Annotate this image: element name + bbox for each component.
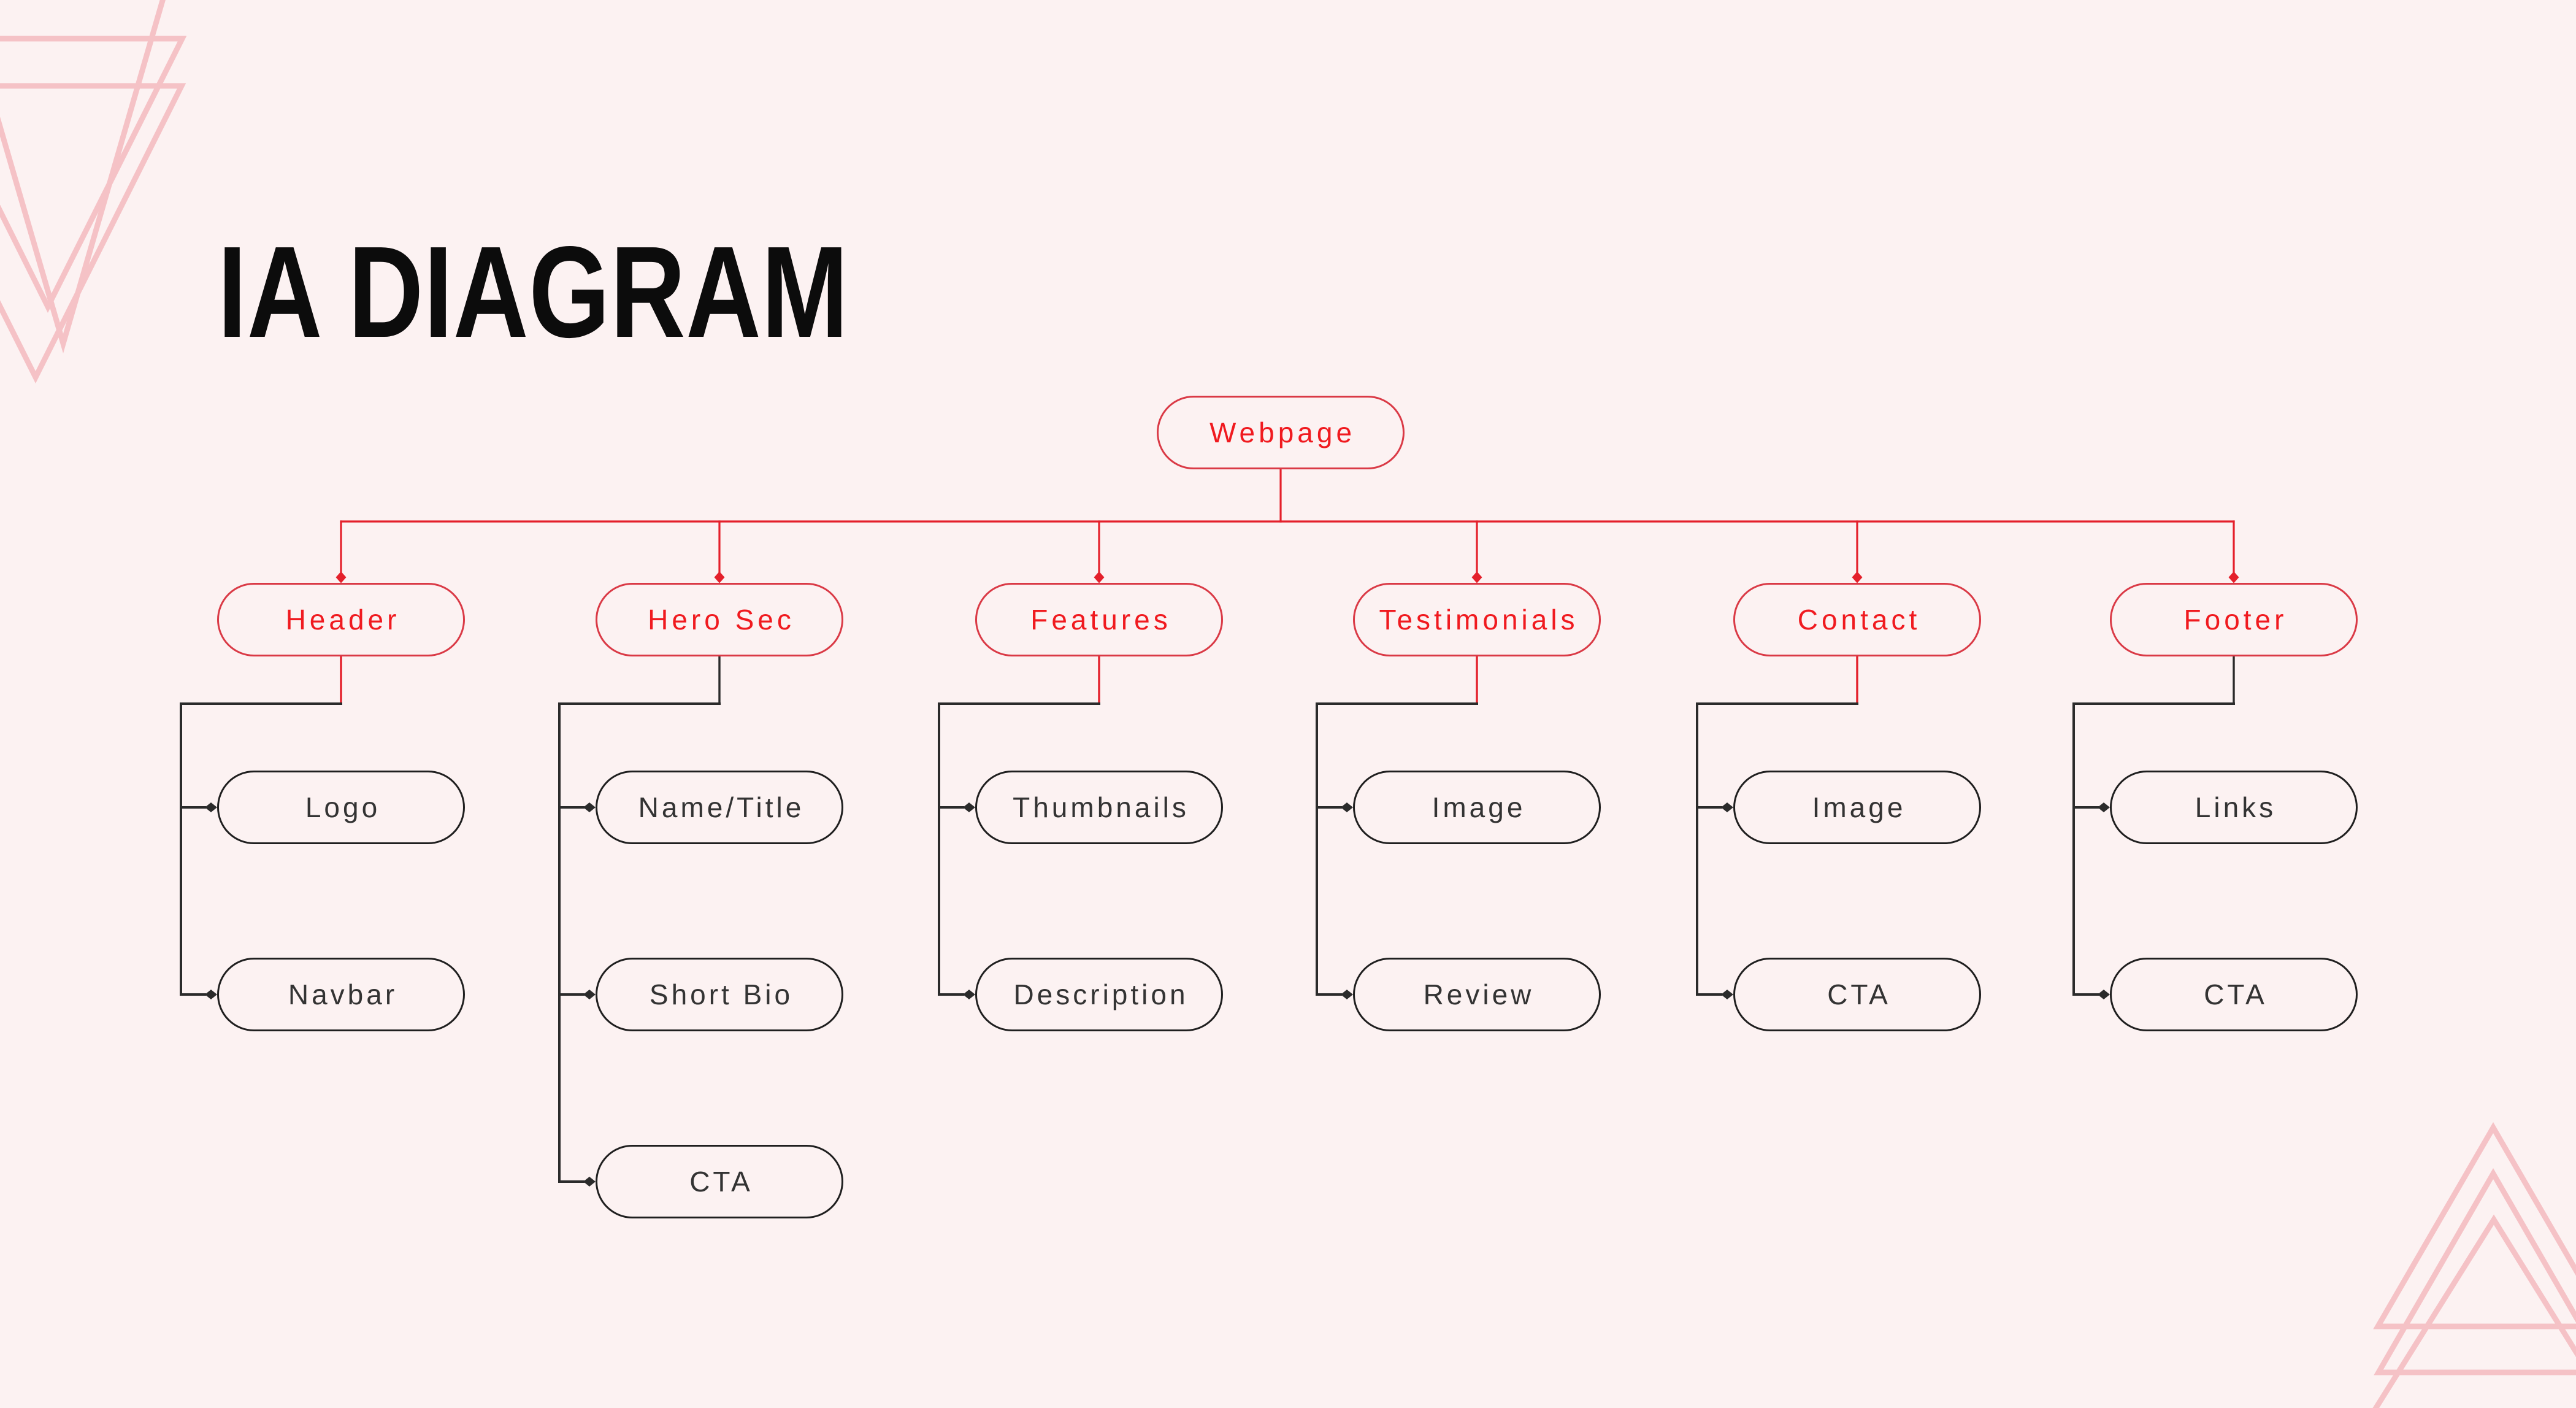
node-footer-cta: CTA	[2110, 958, 2358, 1031]
node-features-thumbnails: Thumbnails	[975, 771, 1223, 844]
node-contact-cta: CTA	[1733, 958, 1981, 1031]
page-title: IA DIAGRAM	[218, 219, 849, 364]
node-testimonials-image: Image	[1353, 771, 1601, 844]
node-features-description: Description	[975, 958, 1223, 1031]
arrow-diamond	[1721, 802, 1733, 812]
arrow-diamond	[583, 990, 596, 999]
node-footer: Footer	[2110, 583, 2358, 656]
arrow-diamond	[1471, 571, 1482, 583]
node-hero-sec-short-bio: Short Bio	[596, 958, 843, 1031]
arrow-diamond	[2098, 802, 2110, 812]
node-testimonials: Testimonials	[1353, 583, 1601, 656]
arrow-diamond	[963, 802, 975, 812]
node-webpage: Webpage	[1157, 396, 1405, 469]
arrow-diamond	[205, 802, 217, 812]
arrow-diamond	[963, 990, 975, 999]
arrow-diamond	[205, 990, 217, 999]
arrow-diamond	[2098, 990, 2110, 999]
arrow-diamond	[2228, 571, 2239, 583]
arrow-diamond	[1341, 802, 1353, 812]
node-hero-sec: Hero Sec	[596, 583, 843, 656]
node-footer-links: Links	[2110, 771, 2358, 844]
corner-triangle-top-left	[0, 83, 186, 384]
node-hero-sec-name-title: Name/Title	[596, 771, 843, 844]
arrow-diamond	[1721, 990, 1733, 999]
arrow-diamond	[1341, 990, 1353, 999]
arrow-diamond	[714, 571, 725, 583]
arrow-diamond	[1852, 571, 1863, 583]
node-header: Header	[217, 583, 465, 656]
arrow-diamond	[1094, 571, 1105, 583]
corner-triangle-top-left	[0, 0, 166, 354]
arrow-diamond	[335, 571, 347, 583]
corner-triangle-bottom-right	[2373, 1122, 2576, 1329]
node-header-logo: Logo	[217, 771, 465, 844]
node-contact: Contact	[1733, 583, 1981, 656]
arrow-diamond	[583, 802, 596, 812]
node-testimonials-review: Review	[1353, 958, 1601, 1031]
node-contact-image: Image	[1733, 771, 1981, 844]
corner-triangle-bottom-right	[2372, 1214, 2576, 1408]
node-header-navbar: Navbar	[217, 958, 465, 1031]
arrow-diamond	[583, 1177, 596, 1187]
node-features: Features	[975, 583, 1223, 656]
corner-triangle-bottom-right	[2374, 1168, 2576, 1375]
node-hero-sec-cta: CTA	[596, 1145, 843, 1218]
